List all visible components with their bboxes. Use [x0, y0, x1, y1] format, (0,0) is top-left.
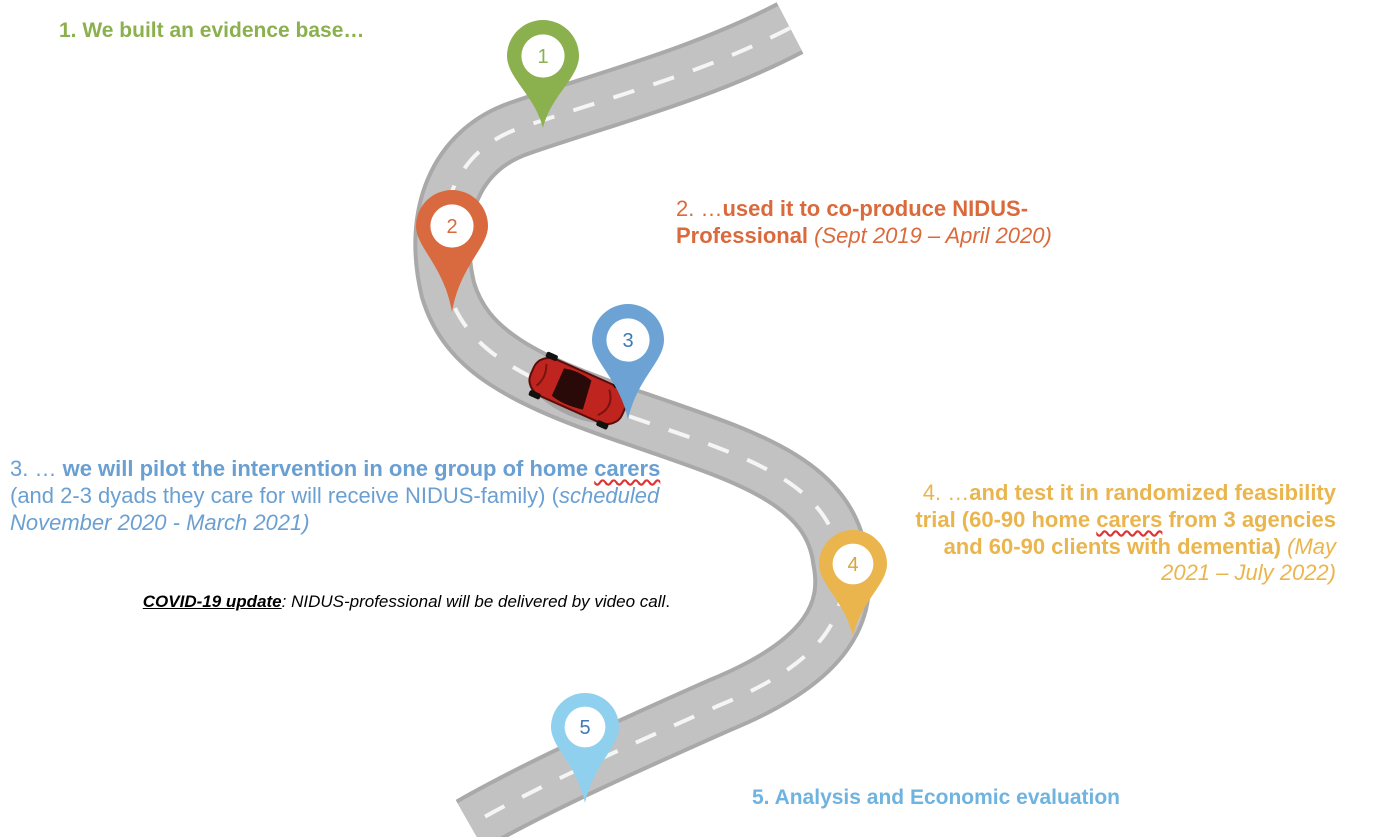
step-2-prefix: 2. … — [676, 196, 723, 221]
step-4-dates: (May 2021 – July 2022) — [1161, 533, 1336, 586]
map-pin-1-center — [521, 34, 565, 78]
step-3-carers: carers — [594, 456, 661, 481]
step-3-bold: we will pilot the intervention in one gr… — [62, 456, 595, 481]
step-5-text: 5. Analysis and Economic evaluation — [752, 786, 1121, 809]
map-pin-5: 5 — [551, 693, 619, 803]
map-pin-5-center — [564, 706, 606, 748]
step-1-text: 1. We built an evidence base… — [59, 19, 365, 42]
map-pin-3-label: 3 — [622, 330, 633, 352]
map-pin-1: 1 — [507, 20, 579, 128]
step-2-bold: used it to co-produce NIDUS-Professional — [676, 196, 1029, 248]
step-4-bold: and test it in randomized feasibility tr… — [915, 480, 1336, 532]
step-4-carers: carers — [1096, 506, 1163, 532]
map-pin-1-label: 1 — [537, 46, 548, 68]
map-pin-4: 4 — [819, 530, 887, 636]
step-4-prefix: 4. … — [922, 480, 970, 505]
lane-markings — [440, 26, 845, 827]
map-pin-3: 3 — [592, 304, 664, 420]
covid-update-label: COVID-19 update — [142, 592, 282, 611]
winding-road — [413, 2, 872, 837]
step-3-rest: (and 2-3 dyads they care for will receiv… — [10, 482, 559, 508]
map-pin-3-center — [606, 318, 650, 362]
step-3-text: 3. … we will pilot the intervention in o… — [10, 456, 670, 536]
step-4-text: 4. …and test it in randomized feasibilit… — [900, 480, 1336, 587]
map-pin-4-label: 4 — [847, 554, 858, 576]
step-2-dates: (Sept 2019 – April 2020) — [814, 222, 1052, 248]
step-4-bold-rest: from 3 agencies and 60-90 clients with d… — [943, 506, 1336, 559]
map-pin-2: 2 — [416, 190, 488, 312]
map-pin-4-center — [832, 543, 874, 585]
step-2-text: 2. …used it to co-produce NIDUS-Professi… — [676, 196, 1056, 250]
step-3-prefix: 3. … — [10, 456, 63, 481]
map-pin-2-center — [430, 204, 474, 248]
covid-update-note: COVID-19 update: NIDUS-professional will… — [30, 592, 670, 613]
covid-update-end: . — [665, 592, 670, 611]
map-pin-2-label: 2 — [446, 216, 457, 238]
map-pins: 1 2 3 4 5 — [416, 20, 887, 803]
step-3-dates: scheduled November 2020 - March 2021) — [10, 482, 660, 535]
covid-update-text: : NIDUS-professional will be delivered b… — [281, 592, 666, 611]
map-pin-5-label: 5 — [579, 717, 590, 739]
